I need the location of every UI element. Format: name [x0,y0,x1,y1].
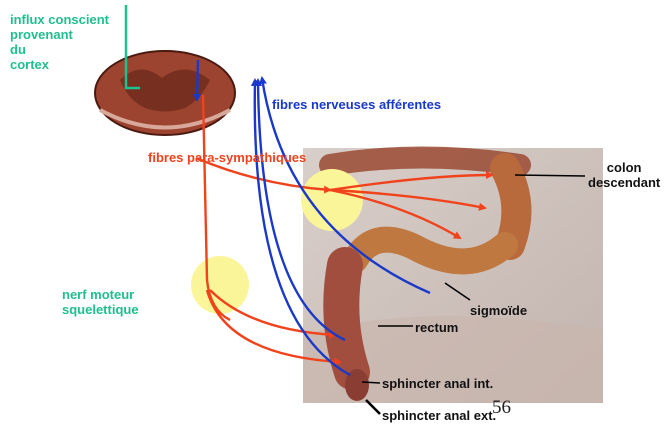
rectum-body [341,265,352,372]
label-sphincter-ext: sphincter anal ext. [382,408,496,423]
label-sigmoide: sigmoïde [470,303,527,318]
label-fibres-afferentes: fibres nerveuses afférentes [272,97,441,112]
afferent-fibre-cord [197,60,198,100]
label-influx-cortex: influx conscient provenant du cortex [10,12,109,72]
label-sphincter-int: sphincter anal int. [382,376,493,391]
spinal-cord-section [95,51,235,135]
label-fibres-parasympathiques: fibres para-sympathiques [148,150,306,165]
pointer-sphincter-int [362,382,380,383]
label-nerf-moteur: nerf moteur squelettique [62,287,139,317]
page-number: 56 [492,397,511,419]
ganglion-motor [191,256,249,314]
pointer-colon [515,175,585,176]
label-colon-descendant: colon descendant [588,160,660,190]
label-rectum: rectum [415,320,458,335]
